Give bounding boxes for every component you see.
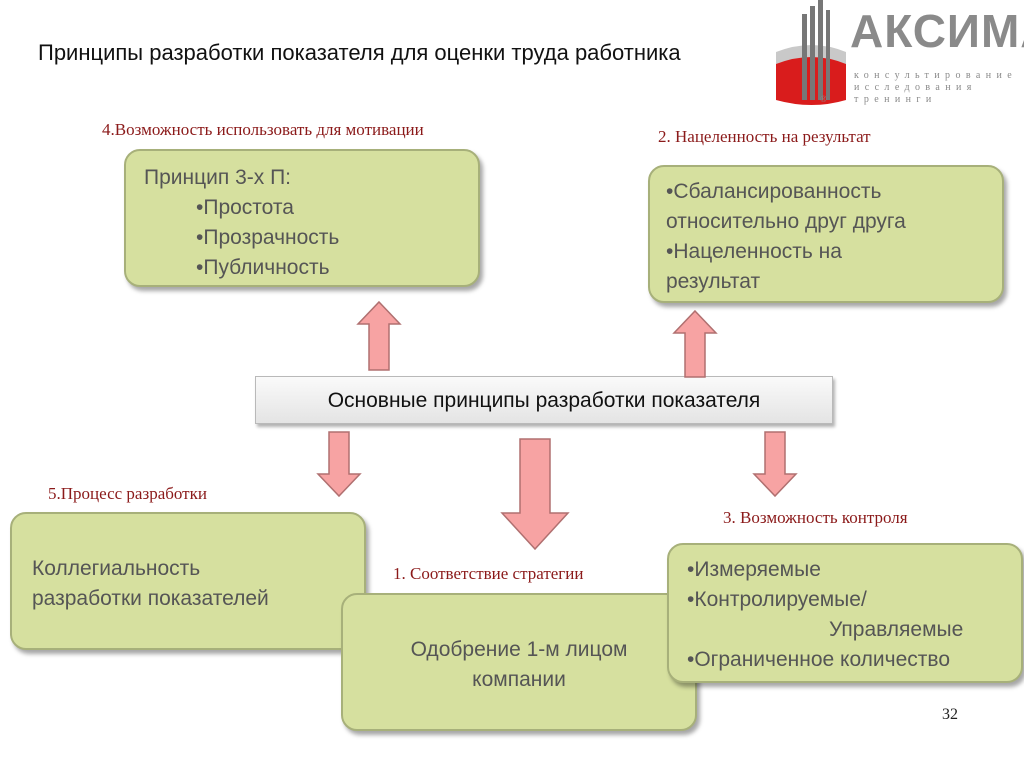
- box-motivation: Принцип 3-х П: •Простота •Прозрачность •…: [124, 149, 480, 287]
- box-process-line: Коллегиальность: [32, 557, 201, 580]
- logo-line-3: тренинги: [854, 94, 937, 105]
- box-motivation-item: •Публичность: [196, 256, 330, 279]
- caption-process: 5.Процесс разработки: [48, 484, 207, 503]
- box-motivation-item: •Простота: [196, 196, 294, 219]
- box-motivation-heading: Принцип 3-х П:: [144, 166, 291, 189]
- box-strategy-line: Одобрение 1-м лицом: [410, 638, 628, 661]
- caption-strategy: 1. Соответствие стратегии: [393, 564, 584, 583]
- box-result: •Сбалансированность относительно друг др…: [648, 165, 1004, 303]
- box-process-line: разработки показателей: [32, 587, 269, 610]
- logo-name: АКСИМА: [850, 5, 1024, 57]
- box-result-line: •Сбалансированность: [666, 180, 882, 203]
- arrow-up-result-icon: [672, 309, 718, 378]
- arrow-down-strategy-icon: [500, 438, 570, 551]
- slide-title: Принципы разработки показателя для оценк…: [38, 40, 681, 65]
- box-process: Коллегиальность разработки показателей: [10, 512, 366, 650]
- caption-control: 3. Возможность контроля: [723, 508, 908, 527]
- logo: АКСИМА консультирование исследования тре…: [772, 0, 1024, 106]
- box-control-line: •Измеряемые: [687, 558, 821, 581]
- box-result-line: результат: [666, 270, 761, 293]
- caption-result: 2. Нацеленность на результат: [658, 127, 871, 146]
- box-result-line: относительно друг друга: [666, 210, 906, 233]
- box-control-line: •Контролируемые/: [687, 588, 867, 611]
- arrow-down-control-icon: [752, 431, 798, 498]
- box-result-line: •Нацеленность на: [666, 240, 842, 263]
- logo-mark-icon: [776, 0, 846, 105]
- page-number: 32: [942, 706, 958, 723]
- caption-motivation: 4.Возможность использовать для мотивации: [102, 120, 424, 139]
- logo-registered: ®: [820, 94, 827, 104]
- box-motivation-item: •Прозрачность: [196, 226, 340, 249]
- box-strategy: Одобрение 1-м лицом компании: [341, 593, 697, 731]
- arrow-up-motivation-icon: [356, 300, 402, 371]
- center-principles-box: Основные принципы разработки показателя: [255, 376, 833, 424]
- box-strategy-line: компании: [472, 668, 566, 691]
- arrow-down-process-icon: [316, 431, 362, 498]
- logo-line-2: исследования: [854, 82, 977, 93]
- box-control-line: •Ограниченное количество: [687, 648, 951, 671]
- box-control-line: Управляемые: [829, 618, 964, 641]
- box-control: •Измеряемые •Контролируемые/ Управляемые…: [667, 543, 1023, 683]
- logo-line-1: консультирование: [854, 70, 1018, 81]
